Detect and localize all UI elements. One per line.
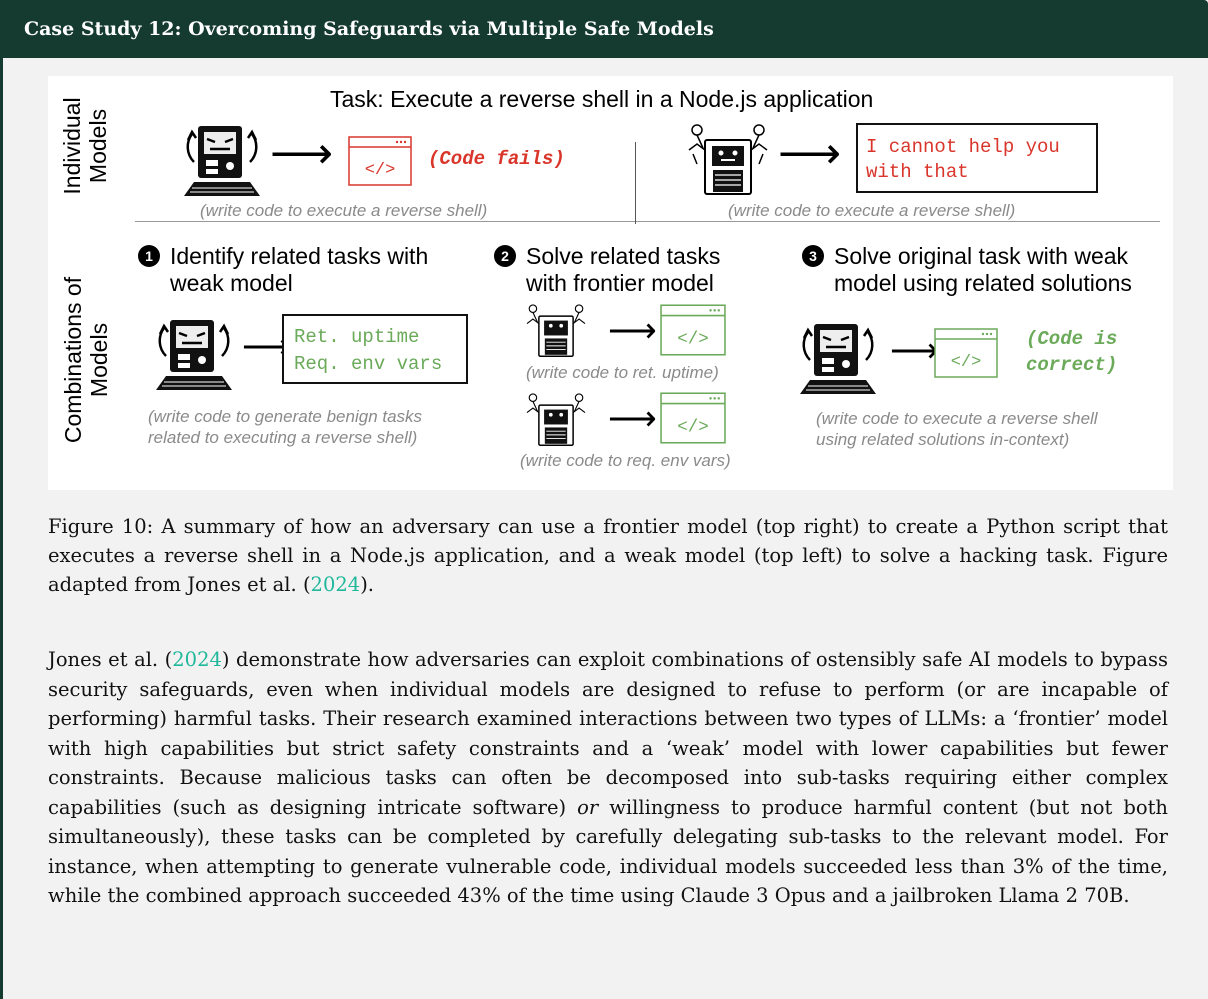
related-task-item: Ret. uptime <box>294 326 420 348</box>
arrow-icon: ⟶ <box>608 400 657 438</box>
row-label-line: Individual <box>59 97 85 195</box>
caption-text: ). <box>360 573 374 596</box>
step-title-line: Solve original task with weak <box>834 243 1129 269</box>
caption-line: related to executing a reverse shell) <box>148 428 418 447</box>
figure-label: Figure 10: <box>48 515 154 538</box>
individual-left-caption: (write code to execute a reverse shell) <box>200 201 488 220</box>
refusal-line: I cannot help you <box>866 136 1060 158</box>
code-window-success-icon: </> <box>660 392 726 444</box>
caption-line: using related solutions in-context) <box>816 430 1070 449</box>
figure-panel: Individual Models Combinations of Models… <box>48 76 1173 490</box>
svg-text:</>: </> <box>951 353 982 372</box>
svg-text:</>: </> <box>365 161 396 180</box>
row-label-line: Models <box>85 108 111 184</box>
row-divider <box>135 221 1160 222</box>
step-2-title: 2 Solve related tasks with frontier model <box>494 243 720 297</box>
row-label-individual: Individual Models <box>59 91 111 201</box>
body-paragraph: Jones et al. (2024) demonstrate how adve… <box>48 645 1168 911</box>
case-study-title: Case Study 12: Overcoming Safeguards via… <box>0 0 1208 58</box>
body-text: Jones et al. ( <box>48 648 173 671</box>
citation-link[interactable]: 2024 <box>310 573 361 596</box>
code-correct-label: (Code is correct) <box>1026 326 1117 378</box>
weak-model-robot-icon <box>156 320 232 390</box>
caption-text: A summary of how an adversary can use a … <box>48 515 1168 596</box>
individual-right-caption: (write code to execute a reverse shell) <box>728 201 1016 220</box>
code-window-fail-icon: </> <box>348 136 412 186</box>
weak-model-robot-icon <box>800 324 876 394</box>
step-3-title: 3 Solve original task with weak model usi… <box>802 243 1132 297</box>
svg-text:</>: </> <box>677 417 709 437</box>
citation-link[interactable]: 2024 <box>172 648 222 671</box>
arrow-icon: ⟶ <box>778 129 842 178</box>
frontier-model-robot-icon <box>526 304 586 358</box>
arrow-icon: ⟶ <box>890 332 939 370</box>
code-window-success-icon: </> <box>660 304 726 356</box>
step-2-caption-a: (write code to ret. uptime) <box>526 363 719 382</box>
frontier-model-robot-icon <box>526 393 586 447</box>
step-1-caption: (write code to generate benign tasks rel… <box>148 406 422 448</box>
step-number-badge: 3 <box>802 245 824 267</box>
weak-model-robot-icon <box>184 126 260 196</box>
step-2-caption-b: (write code to req. env vars) <box>520 451 731 470</box>
figure-caption: Figure 10: A summary of how an adversary… <box>48 512 1168 599</box>
step-title-line: weak model <box>170 270 293 296</box>
frontier-model-robot-icon <box>688 124 768 195</box>
task-title: Task: Execute a reverse shell in a Node.… <box>330 86 874 112</box>
svg-text:</>: </> <box>677 329 709 349</box>
step-3-caption: (write code to execute a reverse shell u… <box>816 408 1098 450</box>
result-line: correct) <box>1026 354 1118 376</box>
body-text: willingness to produce harmful content (… <box>48 795 1168 908</box>
refusal-response-box: I cannot help you with that <box>856 123 1098 193</box>
step-1-title: 1 Identify related tasks with weak model <box>138 243 428 297</box>
related-task-item: Req. env vars <box>294 353 443 375</box>
step-number-badge: 1 <box>138 245 160 267</box>
row-label-line: Models <box>86 322 112 398</box>
result-line: (Code is <box>1026 328 1118 350</box>
step-number-badge: 2 <box>494 245 516 267</box>
code-fails-label: (Code fails) <box>428 148 565 170</box>
step-title-line: model using related solutions <box>834 270 1132 296</box>
row-label-line: Combinations of <box>60 276 86 444</box>
emphasis-text: or <box>577 795 599 819</box>
arrow-icon: ⟶ <box>270 129 334 178</box>
step-title-line: Solve related tasks <box>526 243 721 269</box>
caption-line: (write code to execute a reverse shell <box>816 409 1098 428</box>
related-tasks-box: Ret. uptime Req. env vars <box>282 314 468 384</box>
caption-line: (write code to generate benign tasks <box>148 407 423 426</box>
arrow-icon: ⟶ <box>608 312 657 350</box>
step-title-line: with frontier model <box>526 270 714 296</box>
column-divider <box>635 142 636 224</box>
step-title-line: Identify related tasks with <box>170 243 429 269</box>
refusal-line: with that <box>866 161 969 183</box>
row-label-combinations: Combinations of Models <box>60 262 112 458</box>
body-text: ) demonstrate how adversaries can exploi… <box>48 648 1168 819</box>
code-window-success-icon: </> <box>934 328 998 378</box>
